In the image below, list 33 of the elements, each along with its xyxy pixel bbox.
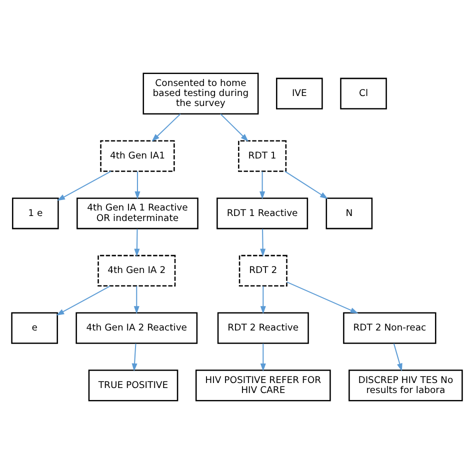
node-box: HIV POSITIVE REFER FOR HIV CARE (195, 370, 331, 402)
node-box: Consented to home based testing during the survey (142, 72, 259, 114)
arrow (260, 228, 266, 257)
arrow (260, 344, 266, 372)
node-box: TRUE POSITIVE (88, 370, 178, 402)
node-box: DISCREP HIV TES No results for labora (348, 370, 463, 402)
node-box: e (11, 312, 58, 344)
arrow (132, 344, 138, 372)
arrow (57, 170, 112, 201)
node-box: RDT 2 Reactive (217, 312, 309, 344)
arrow (286, 282, 358, 314)
arrow (284, 170, 328, 199)
arrow (260, 286, 266, 314)
node-box: RDT 2 (238, 254, 288, 287)
arrow (56, 286, 110, 316)
arrow (393, 343, 402, 372)
node-box: 4th Gen IA 1 Reactive OR indeterminate (76, 198, 198, 230)
node-box: 4th Gen IA1 (100, 140, 175, 172)
node-box: 4th Gen IA 2 (98, 254, 176, 287)
arrow (260, 172, 266, 200)
node-box: Cl (340, 78, 387, 110)
node-box: 4th Gen IA 2 Reactive (76, 312, 198, 344)
node-box: 1 e (12, 198, 59, 230)
arrow (134, 228, 140, 257)
arrow (152, 114, 181, 142)
node-box: RDT 1 Reactive (216, 198, 308, 230)
node-box: N (326, 198, 373, 230)
node-box: RDT 2 Non-reac (343, 312, 436, 344)
arrow (134, 172, 140, 200)
node-box: IVE (276, 78, 323, 110)
arrow (134, 286, 140, 314)
node-box: RDT 1 (238, 140, 287, 172)
arrow (220, 114, 248, 142)
